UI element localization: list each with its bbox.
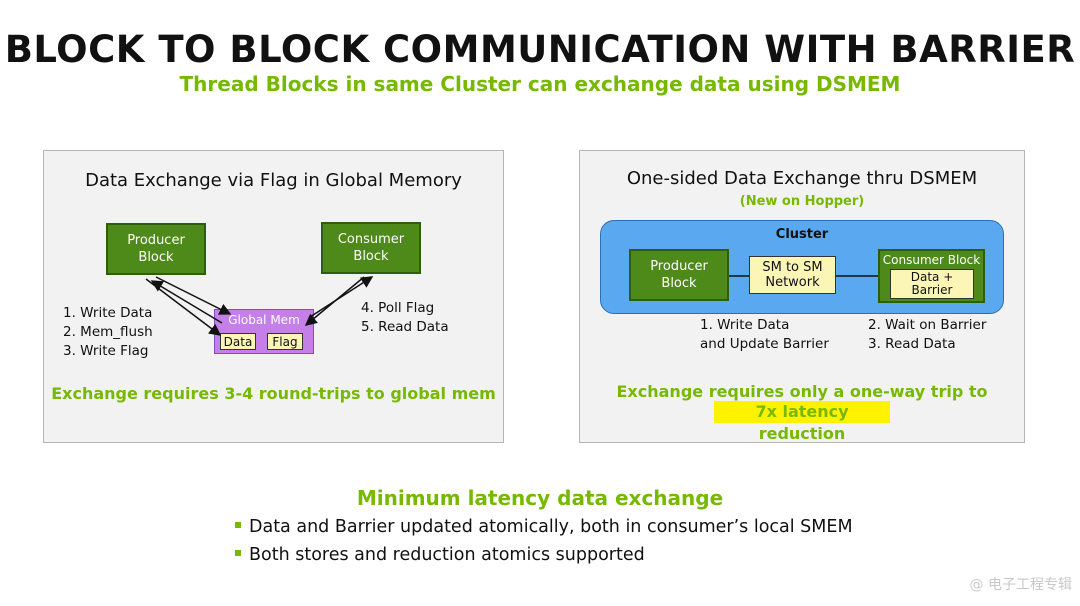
bullet-square-icon xyxy=(235,522,241,528)
cluster-box: Cluster Producer Block SM to SM Network … xyxy=(600,220,1004,314)
bullet-text: Both stores and reduction atomics suppor… xyxy=(249,545,645,565)
step-read-data-dsmem: 3. Read Data xyxy=(868,336,956,352)
latency-reduction-highlight: 7x latency reduction xyxy=(714,401,890,443)
producer-steps-dsmem: 1. Write Data and Update Barrier xyxy=(700,316,829,354)
sm-network-box: SM to SM Network xyxy=(749,256,836,294)
bullet-text: Data and Barrier updated atomically, bot… xyxy=(249,517,853,537)
consumer-block-label: Consumer Block xyxy=(882,253,981,267)
consumer-block-dsmem: Consumer Block Data + Barrier xyxy=(878,249,985,303)
consumer-steps: 4. Poll Flag 5. Read Data xyxy=(361,299,449,337)
producer-block: Producer Block xyxy=(106,223,206,275)
step-mem-flush: 2. Mem_flush xyxy=(63,324,153,340)
page-subtitle: Thread Blocks in same Cluster can exchan… xyxy=(179,72,901,96)
consumer-steps-dsmem: 2. Wait on Barrier 3. Read Data xyxy=(868,316,986,354)
global-mem-box: Global Mem Data Flag xyxy=(214,309,314,354)
left-footer: Exchange requires 3-4 round-trips to glo… xyxy=(51,384,496,403)
data-cell: Data xyxy=(220,333,256,350)
step-write-data-dsmem: 1. Write Data xyxy=(700,317,790,333)
data-barrier-box: Data + Barrier xyxy=(890,269,974,299)
producer-steps: 1. Write Data 2. Mem_flush 3. Write Flag xyxy=(63,304,153,361)
step-wait-barrier: 2. Wait on Barrier xyxy=(868,317,987,333)
step-read-data: 5. Read Data xyxy=(361,319,449,335)
left-arrows xyxy=(145,276,374,336)
new-on-hopper-label: (New on Hopper) xyxy=(739,194,865,209)
watermark: @ 电子工程专辑 xyxy=(969,577,1072,593)
step-poll-flag: 4. Poll Flag xyxy=(361,300,435,316)
panel-title-global: Data Exchange via Flag in Global Memory xyxy=(85,170,462,191)
page-title: BLOCK TO BLOCK COMMUNICATION WITH BARRIE… xyxy=(4,28,1076,71)
bullet-item: Both stores and reduction atomics suppor… xyxy=(235,545,645,565)
global-mem-label: Global Mem xyxy=(228,313,300,327)
bullet-item: Data and Barrier updated atomically, bot… xyxy=(235,517,853,537)
step-update-barrier: and Update Barrier xyxy=(700,336,829,352)
consumer-block: Consumer Block xyxy=(321,222,421,274)
global-memory-panel: Data Exchange via Flag in Global Memory … xyxy=(43,150,504,443)
cluster-label: Cluster xyxy=(775,227,829,242)
step-write-data: 1. Write Data xyxy=(63,305,153,321)
step-write-flag: 3. Write Flag xyxy=(63,343,149,359)
arrow-producer-to-mem-1 xyxy=(155,276,232,315)
panel-title-dsmem: One-sided Data Exchange thru DSMEM xyxy=(626,168,978,189)
arrow-mem-to-producer xyxy=(150,280,223,324)
dsmem-panel: One-sided Data Exchange thru DSMEM (New … xyxy=(579,150,1025,443)
producer-block-dsmem: Producer Block xyxy=(629,249,729,301)
arrow-mem-to-consumer xyxy=(309,276,374,318)
arrow-producer-to-mem-2 xyxy=(145,278,222,336)
bottom-heading: Minimum latency data exchange xyxy=(356,486,724,510)
flag-cell: Flag xyxy=(267,333,303,350)
cluster-links xyxy=(729,275,878,277)
bullet-square-icon xyxy=(235,550,241,556)
